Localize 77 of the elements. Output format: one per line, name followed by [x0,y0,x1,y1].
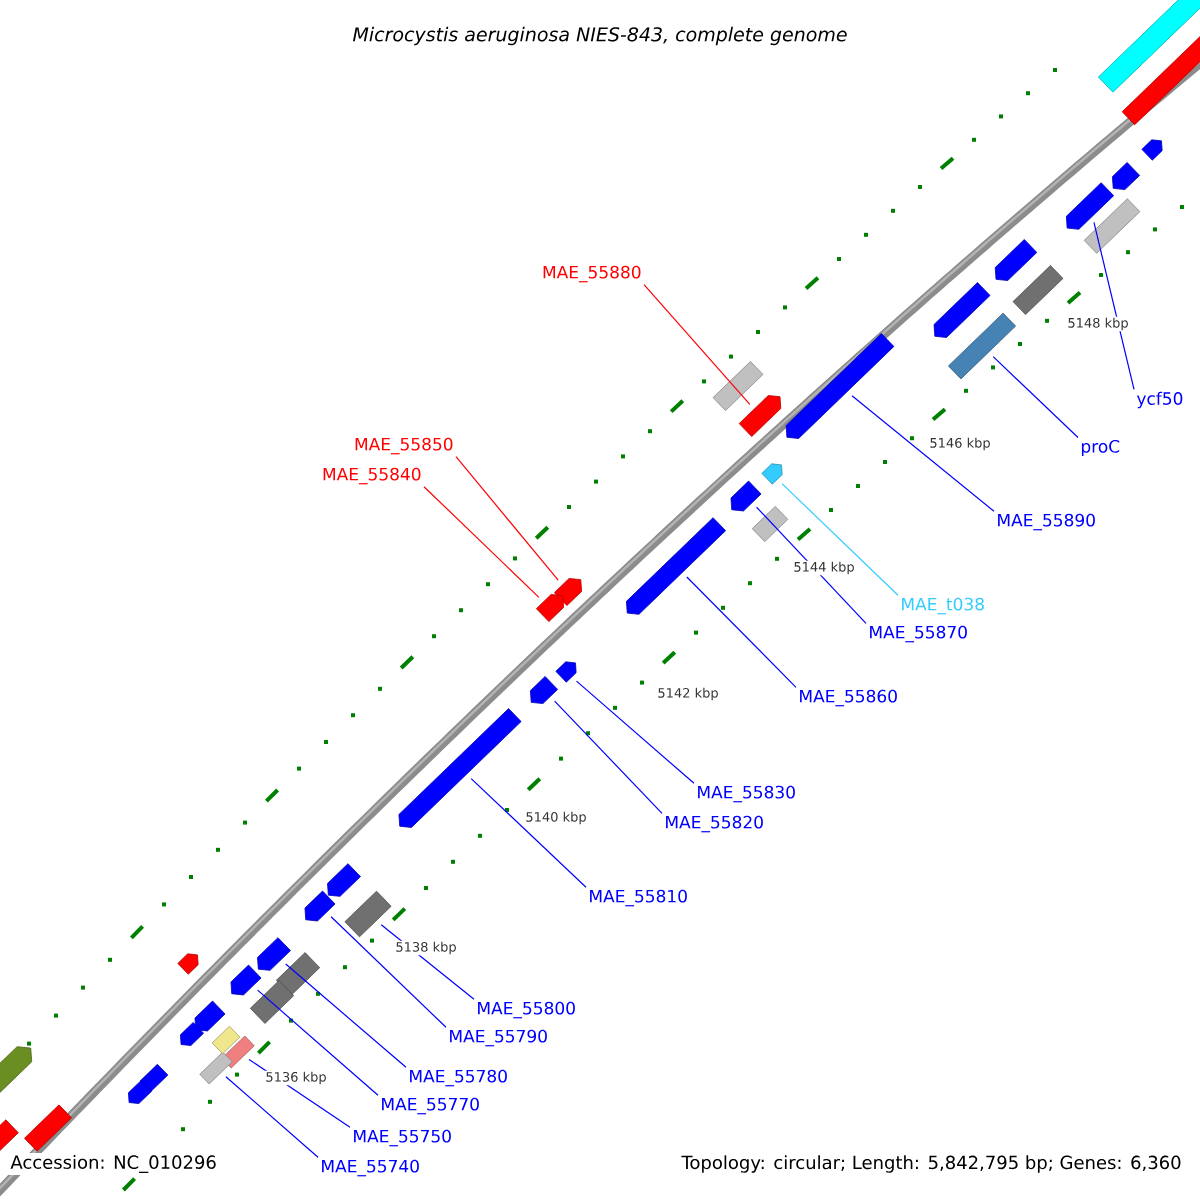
gene-label: proC [1081,439,1120,457]
leader-line [470,778,587,888]
gene-feature [24,1104,72,1152]
gene-feature [194,1000,226,1032]
gene-feature [211,1025,241,1055]
gene-label: ycf50 [1136,391,1183,409]
leader-line [455,456,559,581]
title: Microcystis aeruginosa NIES-843, complete genome [350,24,850,48]
gene-label: MAE_55870 [870,625,967,643]
gene-feature [1097,0,1200,93]
gene-feature [530,676,558,704]
gene-label: MAE_55810 [590,889,687,907]
gene-label: MAE_55890 [998,513,1095,531]
accession-text: Accession: NC_010296 [8,1153,219,1175]
leader-line [330,916,447,1028]
gene-feature [555,661,577,683]
leader-line [781,483,899,596]
leader-line [686,576,797,688]
gene-feature [1012,265,1064,315]
gene-label: MAE_55860 [800,689,897,707]
leader-line [1093,221,1135,390]
leader-line [575,680,695,784]
gene-feature [751,506,789,542]
gene-feature [0,1046,33,1098]
gene-feature [304,890,336,922]
gene-feature [139,1063,169,1093]
gene-feature [785,333,895,439]
gene-label: MAE_55850 [355,437,453,455]
gene-feature [0,1119,19,1153]
gene-feature [626,517,726,615]
gene-feature [221,1035,255,1069]
gene-feature [554,578,582,606]
gene-feature [1112,162,1140,190]
gene-label: MAE_55840 [323,467,421,485]
gene-feature [199,1051,233,1085]
gene-label: MAE_55790 [450,1029,547,1047]
gene-feature [1121,34,1200,126]
gene-feature [344,890,392,938]
leader-line [285,963,407,1068]
gene-feature [933,282,991,338]
gene-feature [1083,198,1141,254]
gene-feature [128,1080,152,1104]
gene-label: MAE_55880 [543,265,641,283]
gene-label: MAE_55800 [478,1001,575,1019]
gene-feature [994,239,1038,281]
gene-label: MAE_55820 [666,815,763,833]
gene-feature [738,395,782,437]
gene-feature [1065,182,1115,230]
gene-feature [230,964,262,996]
gene-feature [761,463,783,485]
gene-feature [180,1022,204,1046]
gene-label: MAE_t038 [902,597,984,615]
gene-feature [948,312,1016,380]
leader-line [643,284,751,406]
gene-feature [177,953,199,975]
leader-line [554,700,663,814]
genome-info-text: Topology: circular; Length: 5,842,795 bp; Genes: 6,360 [679,1153,1184,1175]
gene-label: MAE_55750 [354,1129,451,1147]
gene-feature [712,361,764,411]
gene-feature [536,594,564,622]
leader-line [423,486,540,598]
gene-feature [249,980,295,1024]
leader-line [755,506,867,624]
gene-label: MAE_55830 [698,785,795,803]
leader-line [225,1076,319,1158]
gene-label: MAE_55770 [382,1097,479,1115]
leader-line [992,356,1079,439]
gene-feature [730,480,762,512]
gene-feature [275,952,321,996]
gene-feature [398,708,522,828]
gene-feature [257,937,291,971]
gene-label: MAE_55740 [322,1159,419,1177]
leader-line [851,395,995,512]
gene-label: MAE_55780 [410,1069,507,1087]
gene-feature [1141,139,1163,161]
leader-line [257,989,379,1096]
gene-feature [327,863,361,897]
